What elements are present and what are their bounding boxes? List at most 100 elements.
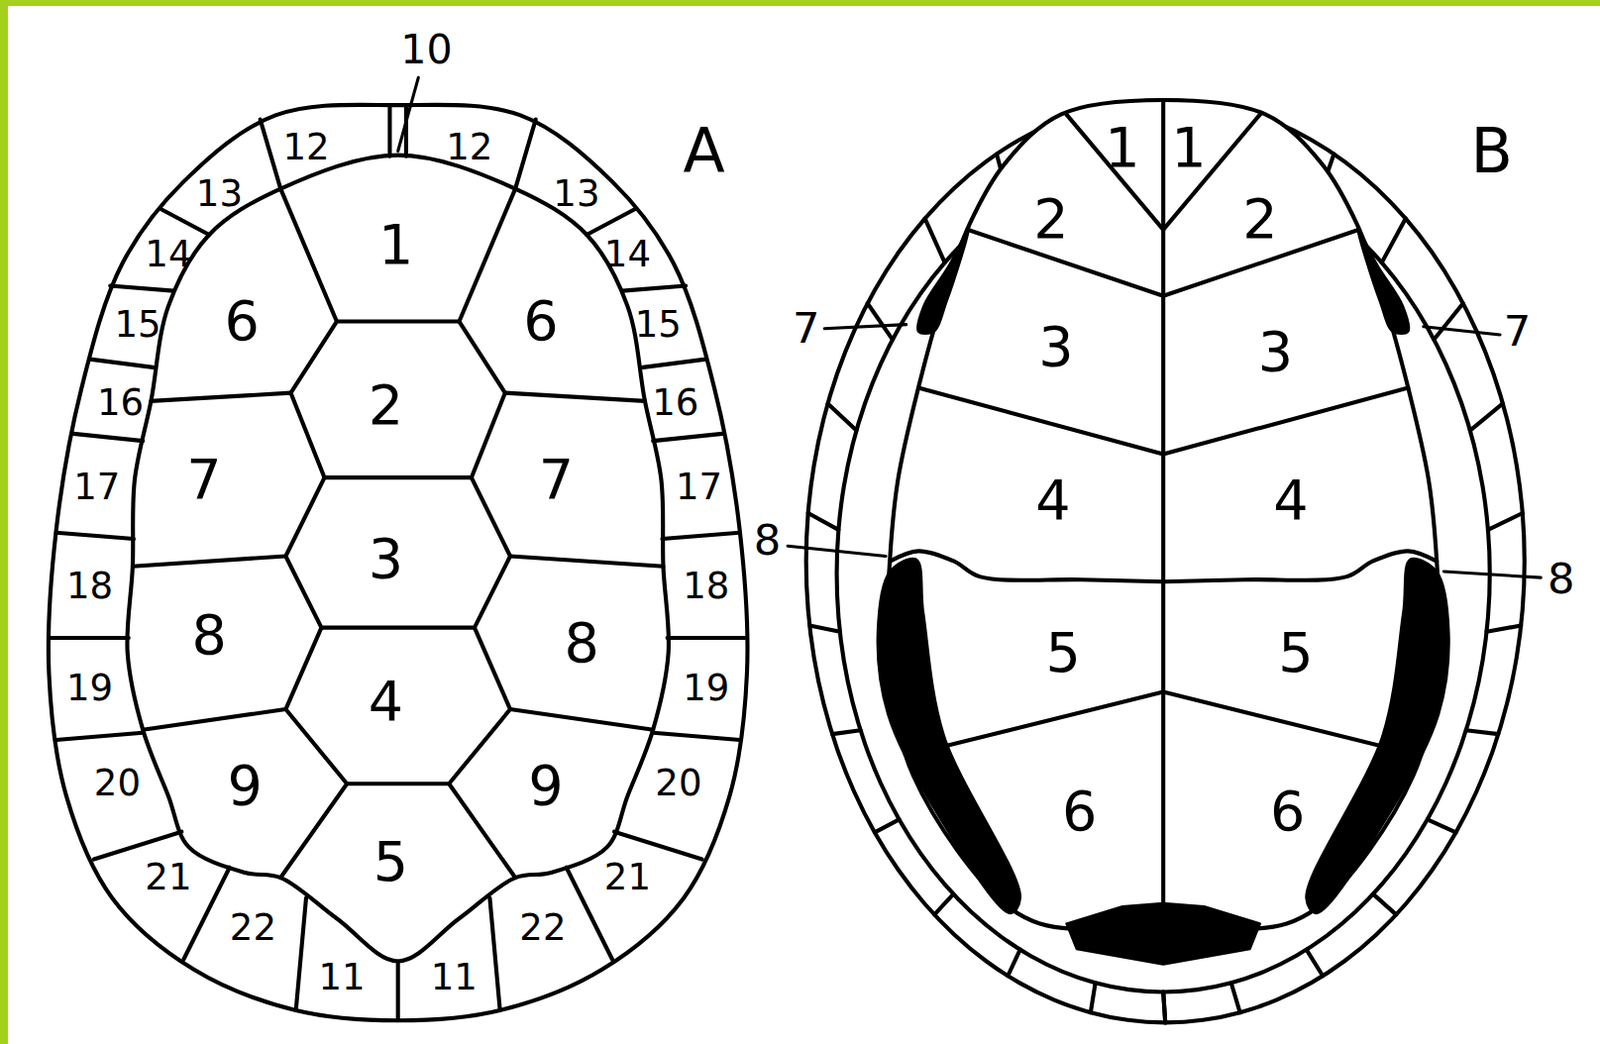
callout-number: 8 [1547,557,1576,601]
scute-number: 15 [113,306,161,343]
marginal-seam [925,218,946,264]
scute-number: 9 [528,757,563,814]
scute-number: 6 [1270,783,1305,840]
marginal-seam [1306,950,1324,977]
scute-seam [90,359,154,368]
marginal-seam [1466,730,1499,735]
shell-outline [806,100,1525,1023]
leader-line [824,324,906,329]
scute-number: 14 [604,236,651,274]
scute-number: 2 [1242,192,1278,248]
scute-number: 4 [1035,472,1070,529]
scute-number: 6 [1062,783,1097,840]
scute-number: 13 [552,175,600,213]
scute-number: 19 [682,670,730,708]
marginal-seam [809,625,841,632]
scute-seam [260,119,282,190]
scute-number: 11 [430,959,478,996]
scute-number: 3 [1038,319,1073,375]
scute-number: 1 [378,216,414,273]
scute-number: 6 [523,294,558,350]
marginal-seam [934,894,954,916]
scute-seam [1163,550,1437,582]
scute-seam [908,692,1164,756]
scute-number: 20 [94,764,141,802]
scute-seam [56,533,134,539]
leader-line [398,77,420,151]
scute-seam [586,209,635,235]
scute-number: 18 [66,568,113,606]
callout-number: 10 [400,30,452,72]
marginal-seam [1488,513,1523,531]
scute-seam [510,709,653,731]
scute-number: 6 [223,294,259,350]
scute-number: 7 [538,451,574,508]
marginal-seam [1007,950,1020,977]
black-recess [1357,226,1410,334]
scute-seam [667,636,746,640]
scute-number: 13 [196,175,243,213]
scute-seam [1066,113,1164,229]
scute-seam [510,556,663,567]
scute-seam [396,961,401,1022]
leader-line [787,545,886,556]
scute-seam [889,550,1164,582]
scute-number: 5 [1046,625,1081,681]
scute-number: 1 [1104,120,1140,177]
scute-number: 12 [282,129,329,167]
black-recess [917,226,970,334]
scute-seam [109,285,174,291]
scute-number: 7 [186,451,221,508]
scute-number: 11 [318,959,365,996]
scute-seam [142,709,286,731]
scute-seam [336,319,460,323]
scute-seam [324,475,472,480]
scute-number: 16 [651,384,699,422]
scute-number: 2 [368,377,404,433]
scute-number: 22 [519,910,566,948]
scute-number: 4 [1273,472,1308,529]
frame-bar [0,0,8,1044]
scute-seam [642,359,707,368]
scute-seam [132,556,286,567]
marginal-seam [1433,303,1463,340]
callout-number: 7 [792,307,821,350]
scute-number: 4 [368,673,404,730]
scute-number: 16 [97,384,144,422]
scute-number: 15 [635,306,682,343]
scute-number: 14 [144,236,192,274]
panel-letter: B [1471,122,1513,185]
scute-seam [50,636,128,640]
scute-seam [652,733,741,741]
marginal-seam [1163,991,1166,1023]
scute-number: 2 [1033,192,1068,248]
black-recess [877,558,1021,914]
scute-number: 3 [1258,324,1293,381]
scute-seam [622,285,686,291]
scute-seam [296,898,307,1011]
marginal-inner-edge [126,155,669,962]
marginal-seam [1163,991,1166,1023]
scute-seam [94,832,183,860]
carapace-outline [48,105,748,1022]
scute-seam [1163,692,1418,756]
scute-number: 17 [73,469,120,507]
scute-number: 17 [675,469,723,507]
scute-seam [346,781,449,786]
frame-bar [0,0,1600,6]
marginal-seam [1090,982,1096,1013]
scute-seam [918,388,1164,455]
scute-number: 12 [445,129,493,167]
scute-number: 20 [654,764,702,802]
scute-number: 22 [229,910,277,948]
scute-seam [652,433,723,441]
black-recess [1305,558,1449,914]
anal-notch [1066,903,1261,965]
scute-number: 3 [368,532,404,588]
marginal-seam [1382,218,1406,264]
marginal-seam [1373,894,1396,916]
scute-seam [489,898,500,1011]
